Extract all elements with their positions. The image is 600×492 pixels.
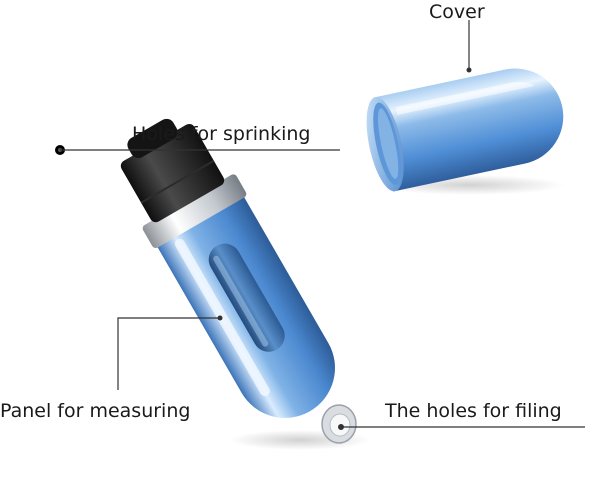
leader-line-panel <box>117 317 220 390</box>
label-panel-for-measuring: Panel for measuring <box>0 400 191 422</box>
measuring-window <box>208 243 285 352</box>
label-holes-for-sprinkling: Holes for sprinking <box>132 123 311 145</box>
silver-ring <box>142 174 247 248</box>
label-cover: Cover <box>429 1 485 23</box>
atomizer-bottle <box>55 118 370 450</box>
label-holes-for-filling: The holes for filing <box>385 400 562 422</box>
filling-valve <box>321 404 357 444</box>
cover-cap <box>366 68 565 195</box>
leader-lines <box>60 20 585 428</box>
